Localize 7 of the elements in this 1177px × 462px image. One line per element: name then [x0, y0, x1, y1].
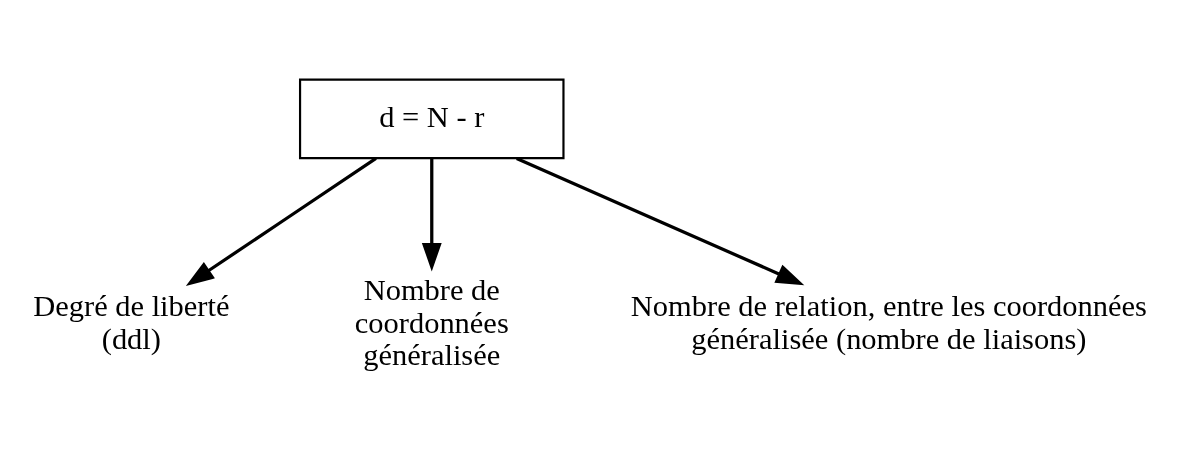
arrow: [421, 158, 442, 272]
arrow: [185, 157, 377, 286]
node-text: Degré de liberté (ddl): [33, 289, 230, 356]
node-text: Nombre de relation, entre les coordonnées généralisée (nombre de liaisons): [630, 289, 1147, 356]
node-box: d = N - r: [298, 78, 565, 160]
node-text: Nombre de coordonnées généralisée: [354, 273, 509, 373]
arrow: [516, 156, 805, 286]
